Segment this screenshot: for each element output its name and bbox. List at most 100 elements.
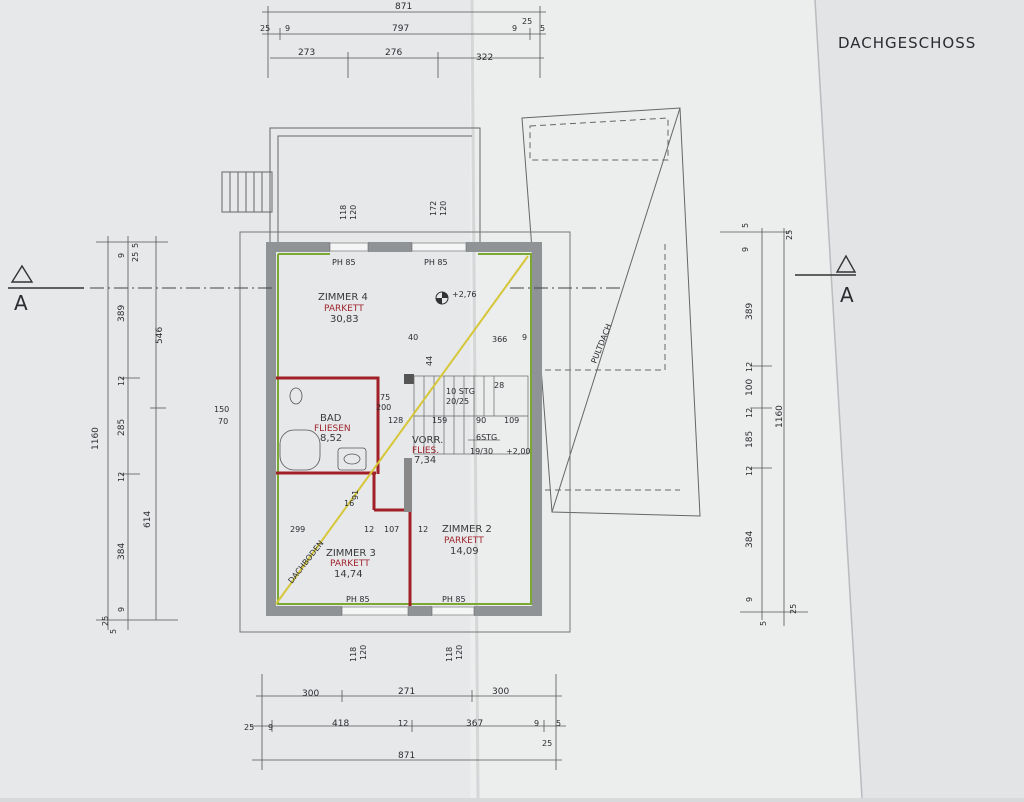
dim-right-5b: 5 [759,621,768,626]
svg-text:BAD: BAD [320,413,342,424]
dim-70: 70 [218,417,228,426]
bathroom-fixtures [279,387,367,471]
svg-text:A: A [840,283,854,307]
room-vorr: VORR. FLIES. 7,34 [412,435,443,466]
dim-right-384: 384 [745,531,755,548]
dim-top-797: 797 [392,24,409,34]
svg-text:8,52: 8,52 [320,433,342,444]
dim-left-9: 9 [117,253,126,258]
dim-bot-300a: 300 [302,689,319,699]
dim-left-25b: 25 [101,616,110,626]
dim-90: 90 [476,416,486,425]
dim-right-total: 1160 [775,405,785,428]
dim-left-12: 12 [117,376,126,386]
dim-left-5: 5 [131,243,140,248]
win-bot-120b: 120 [455,645,464,660]
svg-text:A: A [14,291,28,315]
exterior-walls [266,242,542,616]
dim-left-5b: 5 [109,629,118,634]
paper-crease [470,0,480,799]
ph-top-1: PH 85 [332,258,356,267]
dim-9: 9 [522,333,527,342]
dim-right-12c: 12 [745,466,754,476]
stairs-2b: 19/30 [470,447,493,456]
dim-top-276: 276 [385,48,402,58]
dim-right-100: 100 [745,379,755,396]
win-top-118: 118 [339,205,348,220]
dim-bot-12: 12 [398,719,408,728]
dim-91: 91 [351,490,360,500]
room-zimmer3: ZIMMER 3 PARKETT 14,74 [326,548,376,580]
svg-text:7,34: 7,34 [414,455,436,466]
ph-top-2: PH 85 [424,258,448,267]
svg-text:PARKETT: PARKETT [330,559,370,569]
dim-bot-total: 871 [398,751,415,761]
dim-bot-25b: 25 [542,739,552,748]
dim-left-285: 285 [117,419,127,436]
dim-top-25: 25 [260,24,270,33]
dim-bot-418: 418 [332,719,349,729]
win-bot-118b: 118 [445,647,454,662]
win-top-172: 172 [429,201,438,216]
dim-right-5: 5 [741,223,750,228]
dim-bot-9: 9 [268,723,273,732]
win-top-120b: 120 [439,201,448,216]
ph-bottom-2: PH 85 [442,595,466,604]
dim-right-9: 9 [741,247,750,252]
dim-44: 44 [425,356,434,366]
shaft [404,458,412,512]
svg-text:VORR.: VORR. [412,435,443,446]
dim-299: 299 [290,525,305,534]
dim-left-389: 389 [117,305,127,322]
dim-128: 128 [388,416,403,425]
dim-left-614: 614 [143,511,153,528]
dim-16: 16 [344,499,354,508]
dim-right-25b: 25 [789,604,798,614]
room-zimmer4: ZIMMER 4 PARKETT 30,83 [318,292,368,325]
stairs-1b: 20/25 [446,397,469,406]
svg-text:FLIES.: FLIES. [412,446,439,456]
dim-right-185: 185 [745,431,755,448]
dim-right-9b: 9 [745,597,754,602]
win-top-120: 120 [349,205,358,220]
dim-right-12b: 12 [745,408,754,418]
dim-bot-271: 271 [398,687,415,697]
bottom-dimension-chain [250,674,566,770]
dim-bot-9b: 9 [534,719,539,728]
right-dimension-chain [720,228,808,626]
dim-left-12b: 12 [117,472,126,482]
level-marker [435,291,449,305]
dim-left-546: 546 [155,327,165,344]
dim-left-384: 384 [117,543,127,560]
left-dimension-chain [96,236,178,630]
dim-left-9b: 9 [117,607,126,612]
balcony-outline [221,127,481,242]
svg-text:ZIMMER 4: ZIMMER 4 [318,292,368,303]
dim-bot-25: 25 [244,723,254,732]
window-openings [329,242,475,616]
dim-top-25b: 25 [522,17,532,26]
svg-text:14,09: 14,09 [450,546,479,557]
dim-bot-5: 5 [556,719,561,728]
svg-text:ZIMMER 3: ZIMMER 3 [326,548,376,559]
top-dimension-chain [262,6,546,78]
dim-12a: 12 [364,525,374,534]
insulation-lines [277,253,532,605]
paper-fold-edge [814,0,863,799]
level-200: +2,00 [506,447,531,456]
level-276: +2,76 [452,290,477,299]
plan-frame [239,231,571,633]
dim-200: 200 [376,403,391,412]
drawing-title: DACHGESCHOSS [838,34,976,52]
dim-75: 75 [380,393,390,402]
dim-150: 150 [214,405,229,414]
win-bot-118: 118 [349,647,358,662]
dim-left-total: 1160 [91,427,101,450]
svg-text:PARKETT: PARKETT [324,304,364,314]
dim-top-322: 322 [476,53,493,63]
dim-right-25: 25 [785,230,794,240]
paper-right [815,0,1024,798]
svg-text:PARKETT: PARKETT [444,536,484,546]
